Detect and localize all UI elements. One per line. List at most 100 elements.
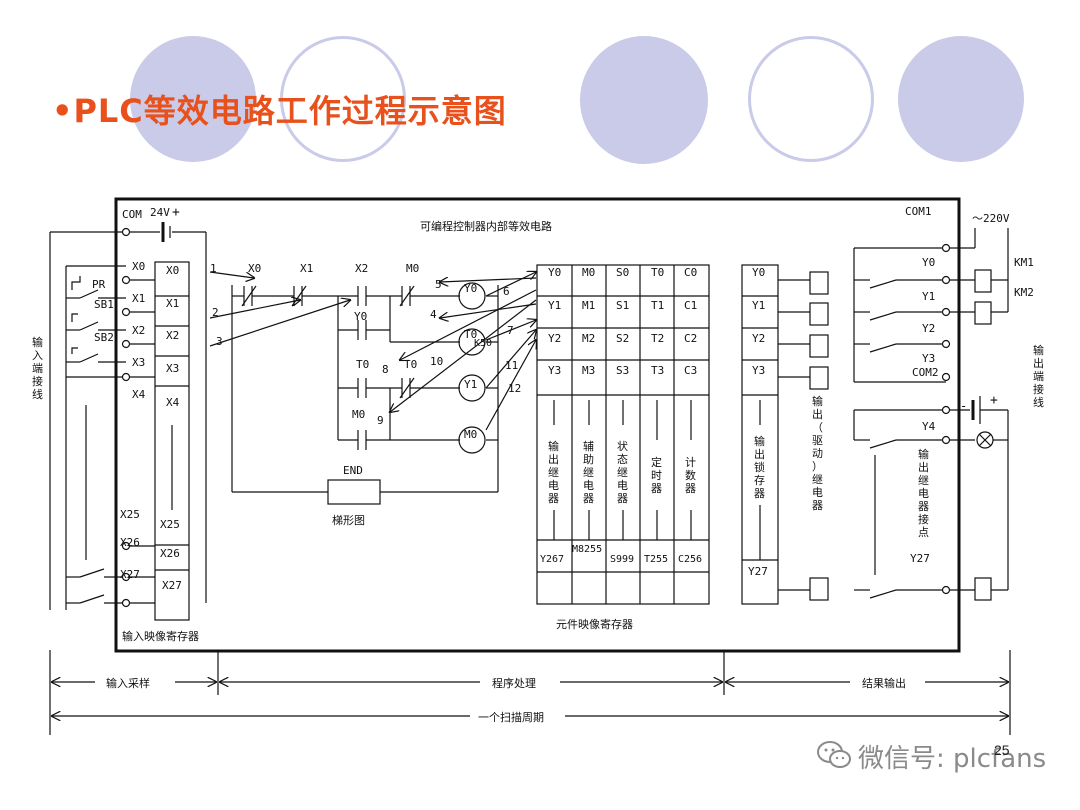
out-term-y0: Y0 (922, 256, 935, 269)
phase-output-label: 结果输出 (862, 676, 906, 690)
plus-label: + (172, 205, 180, 220)
input-term-x0: X0 (132, 260, 145, 273)
register-name-0: 输出继电器 (548, 439, 559, 505)
reg-s999: S999 (610, 554, 634, 565)
step-2: 2 (212, 306, 219, 319)
plc-boundary (114, 197, 961, 653)
km2-label: KM2 (1014, 286, 1034, 299)
latch-y27: Y27 (748, 565, 768, 578)
step-12: 12 (508, 382, 521, 395)
element-image-register-label: 元件映像寄存器 (556, 617, 633, 631)
internal-circuit-label: 可编程控制器内部等效电路 (420, 219, 552, 233)
image-x26: X26 (160, 547, 180, 560)
plus-label-right: + (990, 393, 998, 408)
reg-m8255: M8255 (572, 544, 602, 555)
km1-label: KM1 (1014, 256, 1034, 269)
latch-y0: Y0 (752, 266, 765, 279)
image-x3: X3 (166, 362, 179, 375)
decor-circle-5 (898, 36, 1024, 162)
reg-y0: Y0 (548, 266, 561, 279)
latch-y3: Y3 (752, 364, 765, 377)
reg-y3: Y3 (548, 364, 561, 377)
reg-y1: Y1 (548, 299, 561, 312)
page-title: •PLC等效电路工作过程示意图 (52, 92, 507, 130)
register-name-4: 计数器 (685, 456, 696, 495)
wechat-icon (817, 741, 851, 768)
reg-s3: S3 (616, 364, 629, 377)
out-term-y2: Y2 (922, 322, 935, 335)
output-contact-label: 输出继电器接点 (918, 447, 929, 539)
phase-program-label: 程序处理 (492, 676, 536, 690)
watermark-text: 微信号: plcfans (858, 744, 1047, 774)
input-term-x2: X2 (132, 324, 145, 337)
reg-c3: C3 (684, 364, 697, 377)
reg-s0: S0 (616, 266, 629, 279)
com1-label: COM1 (905, 205, 932, 218)
reg-t3: T3 (651, 364, 664, 377)
step-6: 6 (503, 285, 510, 298)
ladder-diagram-label: 梯形图 (332, 514, 365, 527)
v24-label: 24V (150, 206, 170, 219)
step-7: 7 (507, 324, 514, 337)
step-4: 4 (430, 308, 437, 321)
end-label: END (343, 464, 363, 477)
coil-t0: T0 (464, 328, 477, 341)
reg-c0: C0 (684, 266, 697, 279)
coil-m0: M0 (464, 428, 477, 441)
input-term-x26: X26 (120, 536, 140, 549)
input-term-x27: X27 (120, 568, 140, 581)
reg-m1: M1 (582, 299, 595, 312)
step-3: 3 (216, 335, 223, 348)
sb2-label: SB2 (94, 331, 114, 344)
coil-y0: Y0 (464, 282, 477, 295)
image-x25: X25 (160, 518, 180, 531)
out-term-y1: Y1 (922, 290, 935, 303)
reg-t255: T255 (644, 554, 668, 565)
reg-y2: Y2 (548, 332, 561, 345)
reg-t2: T2 (651, 332, 664, 345)
step-9: 9 (377, 414, 384, 427)
register-name-1: 辅助继电器 (583, 439, 594, 505)
image-x1: X1 (166, 297, 179, 310)
step-10: 10 (430, 355, 443, 368)
ladder-x2: X2 (355, 262, 368, 275)
coil-y1: Y1 (464, 378, 477, 391)
register-name-3: 定时器 (651, 455, 662, 495)
input-term-x4: X4 (132, 388, 146, 401)
image-x0: X0 (166, 264, 179, 277)
drive-relay-label: 输出（驱动）继电器 (812, 394, 823, 512)
input-image-register-label: 输入映像寄存器 (122, 629, 199, 643)
reg-c1: C1 (684, 299, 697, 312)
output-latch-label: 输出锁存器 (754, 434, 765, 500)
ladder-t0-a: T0 (356, 358, 369, 371)
step-8: 8 (382, 363, 389, 376)
ladder-y0: Y0 (354, 310, 367, 323)
image-x27: X27 (162, 579, 182, 592)
reg-c256: C256 (678, 554, 702, 565)
reg-c2: C2 (684, 332, 697, 345)
ladder-x0: X0 (248, 262, 261, 275)
image-x2: X2 (166, 329, 179, 342)
com2-label: COM2 (912, 366, 939, 379)
output-wiring-label: 输出端接线 (1033, 343, 1044, 409)
reg-t0: T0 (651, 266, 664, 279)
phase-input-label: 输入采样 (106, 676, 150, 690)
reg-m2: M2 (582, 332, 595, 345)
com-label: COM (122, 208, 142, 221)
v220-label: ～220V (972, 212, 1010, 225)
pr-label: PR (92, 278, 106, 291)
out-term-y3: Y3 (922, 352, 935, 365)
sb1-label: SB1 (94, 298, 114, 311)
decor-circle-4 (748, 36, 874, 162)
ladder-t0-b: T0 (404, 358, 417, 371)
step-11: 11 (505, 359, 518, 372)
decor-circle-2 (280, 36, 406, 162)
input-term-x1: X1 (132, 292, 145, 305)
reg-m3: M3 (582, 364, 595, 377)
ladder-m0-b: M0 (352, 408, 365, 421)
input-term-x3: X3 (132, 356, 145, 369)
scan-cycle-label: 一个扫描周期 (478, 710, 544, 724)
step-1: 1 (210, 262, 217, 275)
coil-k50: K50 (474, 338, 492, 349)
out-term-y4: Y4 (922, 420, 936, 433)
